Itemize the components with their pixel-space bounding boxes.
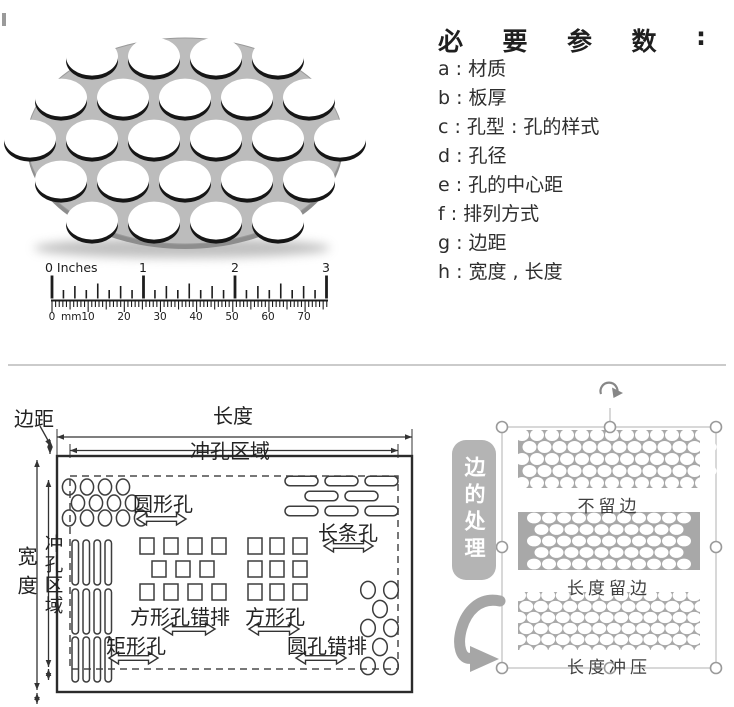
ruler-mm-30: 30 [153, 311, 167, 323]
round-staggered-label: 圆孔错排 [287, 634, 367, 658]
param-item-c: c : 孔型 : 孔的样式 [438, 116, 600, 138]
slot-hole-label: 长条孔 [318, 521, 378, 545]
ruler-inch-1: 1 [139, 260, 147, 275]
ruler-inch-zero-label: 0 Inches [45, 260, 98, 275]
params-title-char: 必 [438, 27, 464, 56]
params-title: 必 要 参 数 : [438, 22, 706, 58]
param-item-b: b : 板厚 [438, 87, 507, 109]
strip-label-no-margin: 不留边 [577, 497, 641, 517]
section-divider [8, 364, 726, 366]
params-list: a : 材质 b : 板厚 c : 孔型 : 孔的样式 d : 孔径 e : 孔… [438, 55, 730, 287]
params-title-char: 参 [567, 27, 593, 56]
perforated-disc-photo [4, 37, 366, 312]
param-item-d: d : 孔径 [438, 145, 507, 167]
ruler-scale [50, 275, 328, 312]
param-item-f: f : 排列方式 [438, 203, 540, 225]
rotate-handle-icon[interactable] [599, 381, 623, 398]
ruler-mm-0: 0 [48, 311, 56, 323]
ruler-mm-50: 50 [225, 311, 239, 323]
square-hole-label: 方形孔 [245, 605, 305, 629]
punch-area-vertical-label: 冲孔区域 [42, 534, 63, 616]
param-item-a: a : 材质 [438, 58, 507, 80]
ruler-inch-2: 2 [231, 260, 239, 275]
ruler-mm-60: 60 [261, 311, 275, 323]
strip-label-length-punch: 长度冲压 [567, 658, 651, 678]
params-title-colon: : [696, 22, 706, 51]
hole-patterns [61, 475, 400, 683]
perforated-disc [4, 37, 366, 258]
ruler-mm-10: 10 [81, 311, 95, 323]
ruler-inch-3: 3 [322, 260, 330, 275]
perforated-strips [512, 429, 717, 657]
strip-label-length-margin: 长度留边 [567, 579, 651, 599]
margin-label: 边距 [14, 407, 54, 431]
params-title-char: 数 [631, 27, 657, 56]
punch-area-label: 冲孔区域 [190, 439, 270, 463]
edge-treatment-box: 边的处理 [452, 440, 496, 580]
edge-treatment-label: 边的处理 [462, 456, 486, 564]
ruler-mm-70: 70 [297, 311, 311, 323]
param-item-e: e : 孔的中心距 [438, 174, 564, 196]
edge-treatment-diagram [454, 381, 723, 675]
punch-area-diagram [34, 425, 414, 704]
ruler-mm-40: 40 [189, 311, 203, 323]
ruler-mm-20: 20 [117, 311, 131, 323]
curved-arrow-icon [454, 594, 506, 672]
width-label: 宽度 [14, 546, 38, 604]
length-label: 长度 [213, 404, 253, 428]
selection-handles[interactable] [495, 420, 723, 675]
square-staggered-label: 方形孔错排 [130, 605, 230, 629]
dimension-lines [34, 425, 414, 704]
rect-hole-label: 矩形孔 [106, 634, 166, 658]
ruler-mm-unit: mm [61, 311, 82, 323]
round-hole-label: 圆形孔 [133, 492, 193, 516]
params-title-char: 要 [502, 27, 528, 56]
direction-arrows [107, 511, 375, 666]
param-item-h: h : 宽度 , 长度 [438, 261, 563, 283]
corner-mark [2, 13, 6, 26]
param-item-g: g : 边距 [438, 232, 507, 254]
